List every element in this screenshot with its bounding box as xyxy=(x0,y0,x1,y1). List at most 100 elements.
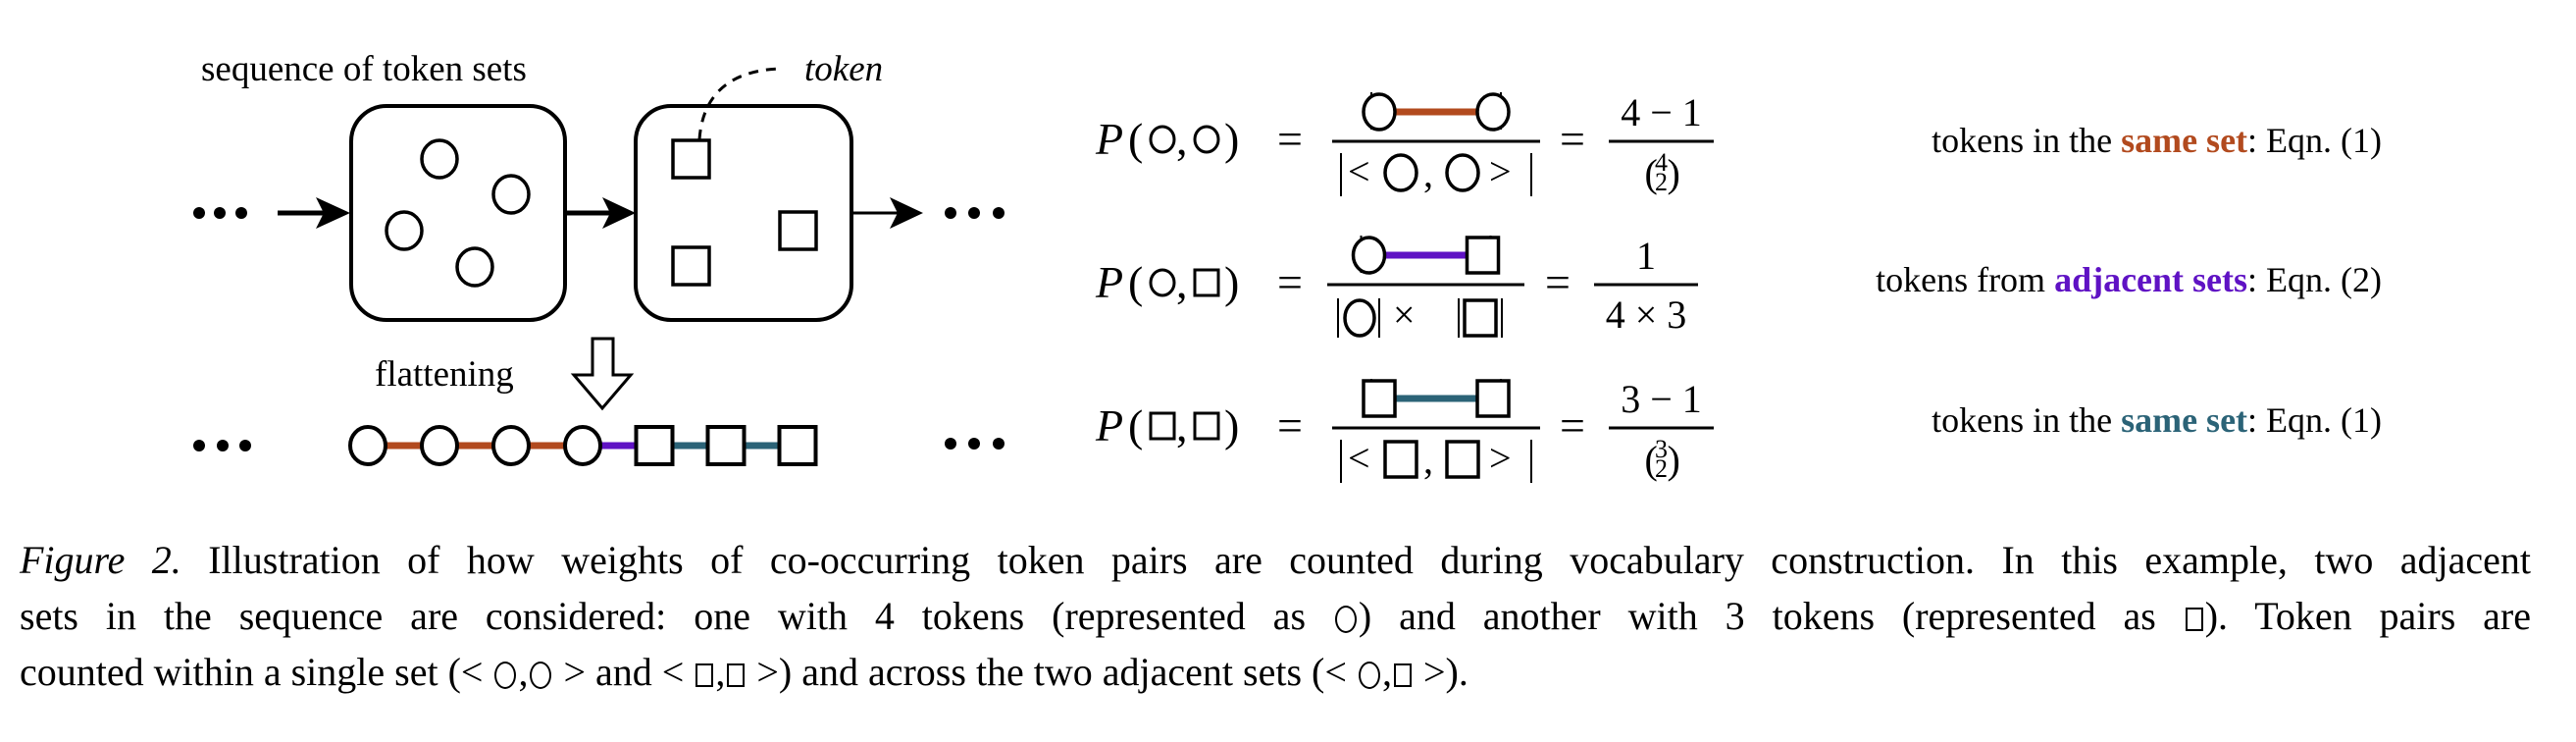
description-prefix: tokens in the xyxy=(1932,121,2121,160)
angle-close: > xyxy=(1489,436,1512,480)
binomial-coefficient: (32) xyxy=(1645,435,1680,483)
equals-sign: = xyxy=(1277,257,1303,307)
caption-line-3: counted within a single set (< , > and <… xyxy=(20,644,2531,700)
square-token xyxy=(705,425,747,466)
paren-close: ) xyxy=(1668,151,1680,195)
square-token-icon xyxy=(1393,663,1412,687)
description-highlight: same set xyxy=(2121,400,2247,440)
description-prefix: tokens in the xyxy=(1932,400,2121,440)
binom-top: 3 xyxy=(1655,435,1668,463)
token-leader-dashed xyxy=(697,67,781,140)
flattening-label: flattening xyxy=(375,354,514,395)
description-highlight: adjacent sets xyxy=(2054,260,2247,299)
circle-token xyxy=(1149,125,1176,154)
circle-token xyxy=(420,425,459,466)
paren-open: ( xyxy=(1128,114,1143,164)
circle-token-icon xyxy=(1334,606,1357,633)
square-token xyxy=(1463,298,1498,338)
circle-token xyxy=(1351,236,1387,275)
token-set-a xyxy=(349,104,567,322)
result-numerator: 4 − 1 xyxy=(1621,90,1702,134)
paren-open: ( xyxy=(1645,438,1658,482)
caption-line-2: sets in the sequence are considered: one… xyxy=(20,588,2531,644)
circle-token xyxy=(1149,268,1176,297)
comma: , xyxy=(1423,438,1433,482)
result-numerator: 1 xyxy=(1636,234,1656,278)
arrow-set-a-to-set-b xyxy=(565,197,636,229)
caption-text: counted within a single set (< xyxy=(20,650,484,694)
caption-text: Illustration of how weights of co-occurr… xyxy=(208,538,2531,582)
caption-text: , xyxy=(1381,650,1392,694)
equation-2-description: tokens from adjacent sets: Eqn. (2) xyxy=(1876,260,2382,299)
comma: , xyxy=(1176,114,1188,164)
square-token xyxy=(1465,236,1501,275)
probability-symbol: P xyxy=(1095,257,1123,307)
circle-token xyxy=(1383,153,1418,192)
circle-token xyxy=(420,138,459,180)
square-token xyxy=(671,138,711,180)
square-token xyxy=(671,245,711,287)
circle-token xyxy=(1193,125,1220,154)
sequence-label: sequence of token sets xyxy=(201,49,527,89)
circle-token-icon xyxy=(494,662,517,689)
circle-token xyxy=(455,246,494,288)
caption-label: Figure 2. xyxy=(20,538,181,582)
equals-sign: = xyxy=(1277,400,1303,450)
result-numerator: 3 − 1 xyxy=(1621,377,1702,421)
caption-text: >). xyxy=(1422,650,1468,694)
caption-text: ) and another with 3 tokens (represented… xyxy=(1358,594,2156,638)
arrow-into-set-a xyxy=(278,197,350,229)
binom-top: 4 xyxy=(1655,148,1668,177)
comma: , xyxy=(1176,400,1188,450)
caption-text: , xyxy=(518,650,529,694)
angle-close: > xyxy=(1489,149,1512,193)
equals-sign: = xyxy=(1545,257,1571,307)
square-token xyxy=(1193,268,1220,297)
description-prefix: tokens from xyxy=(1876,260,2054,299)
angle-open: < xyxy=(1348,149,1370,193)
description-suffix: : Eqn. (2) xyxy=(2247,260,2382,299)
equals-sign: = xyxy=(1277,114,1303,164)
equation-3-description: tokens in the same set: Eqn. (1) xyxy=(1932,400,2382,440)
square-token xyxy=(1475,379,1511,418)
square-token xyxy=(777,425,818,466)
equals-sign: = xyxy=(1560,114,1585,164)
paren-close: ) xyxy=(1224,400,1239,450)
paren-open: ( xyxy=(1645,151,1658,195)
square-token xyxy=(634,425,675,466)
binom-bottom: 2 xyxy=(1655,454,1668,483)
square-token xyxy=(778,210,818,251)
circle-token-icon xyxy=(530,662,552,689)
square-token-icon xyxy=(727,663,746,687)
square-token xyxy=(1193,411,1220,441)
ellipsis-left-top xyxy=(193,207,247,219)
paren-open: ( xyxy=(1128,257,1143,307)
probability-symbol: P xyxy=(1095,400,1123,450)
paren-close: ) xyxy=(1224,114,1239,164)
circle-token xyxy=(563,425,602,466)
circle-token xyxy=(1475,92,1511,132)
caption-text: ). Token pairs are xyxy=(2204,594,2532,638)
result-denominator: 4 × 3 xyxy=(1606,292,1687,337)
ellipsis-right-bottom xyxy=(945,438,1005,450)
set-b-tokens xyxy=(671,138,818,287)
binom-bottom: 2 xyxy=(1655,168,1668,196)
circle-token-icon xyxy=(1358,662,1380,689)
equation-1: P(,)=<,>=4 − 1(42) xyxy=(1095,90,1714,196)
times-sign: × xyxy=(1393,292,1416,337)
figure-caption: Figure 2. Illustration of how weights of… xyxy=(20,532,2531,700)
square-token-icon xyxy=(696,663,714,687)
ellipsis-right-top xyxy=(945,207,1005,219)
token-set-b xyxy=(634,104,853,322)
square-token xyxy=(1149,411,1176,441)
probability-symbol: P xyxy=(1095,114,1123,164)
flattening-arrow-icon xyxy=(570,337,635,411)
circle-token xyxy=(1445,153,1480,192)
flattened-sequence xyxy=(348,425,818,466)
caption-text: sets in the sequence are considered: one… xyxy=(20,594,1307,638)
circle-token xyxy=(1343,298,1376,338)
circle-token xyxy=(385,210,424,251)
square-token xyxy=(1362,379,1397,418)
circle-token xyxy=(1362,92,1397,132)
